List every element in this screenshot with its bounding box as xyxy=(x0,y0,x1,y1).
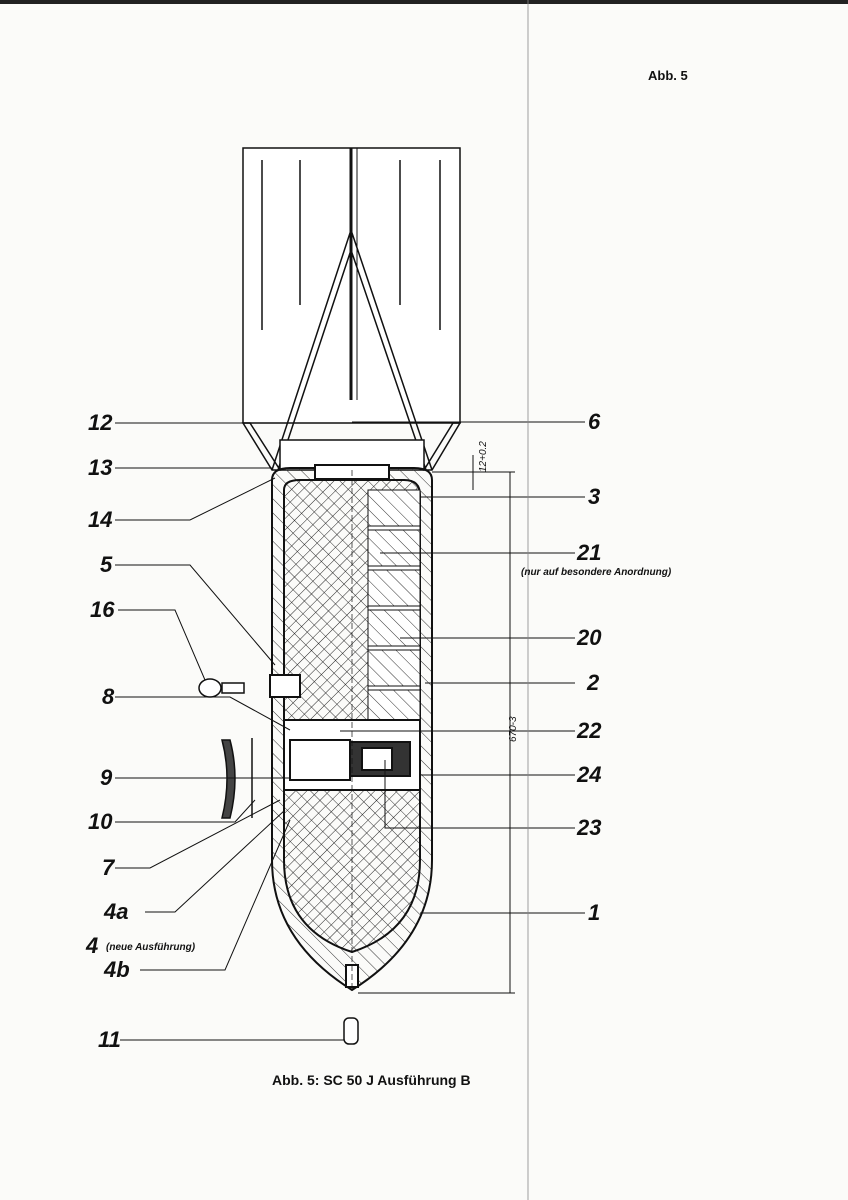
part-label-12: 12 xyxy=(88,410,113,435)
part-label-13: 13 xyxy=(88,455,113,480)
leader-lines xyxy=(115,0,585,1200)
part-label-6: 6 xyxy=(588,409,601,434)
part-label-22: 22 xyxy=(577,718,602,743)
note-part-21: (nur auf besondere Anordnung) xyxy=(521,567,672,578)
part-label-11: 11 xyxy=(98,1027,121,1052)
part-label-4: 4 xyxy=(86,933,99,958)
part-label-24: 24 xyxy=(577,762,602,787)
part-label-8: 8 xyxy=(102,684,115,709)
dimension-gap: 12+0.2 xyxy=(478,441,489,472)
bomb-body xyxy=(269,464,433,992)
dimension-overall-length: 670-3 xyxy=(508,716,519,742)
part-label-16: 16 xyxy=(90,597,115,622)
part-label-7: 7 xyxy=(102,855,115,880)
figure-caption: Abb. 5: SC 50 J Ausführung B xyxy=(272,1072,471,1088)
part-label-5: 5 xyxy=(100,552,113,577)
part-label-3: 3 xyxy=(588,484,601,509)
tail-fin-assembly xyxy=(241,147,462,471)
note-part-4: (neue Ausführung) xyxy=(106,942,196,953)
part-label-21: 21 xyxy=(577,540,602,565)
part-label-14: 14 xyxy=(88,507,113,532)
exploded-parts xyxy=(198,678,359,1045)
part-label-4a: 4a xyxy=(104,899,129,924)
part-label-2: 2 xyxy=(587,670,600,695)
part-label-4b: 4b xyxy=(104,957,130,982)
figure-reference: Abb. 5 xyxy=(648,68,688,83)
scan-edge xyxy=(0,0,848,4)
part-label-1: 1 xyxy=(588,900,601,925)
part-label-23: 23 xyxy=(577,815,602,840)
part-label-10: 10 xyxy=(88,809,113,834)
part-label-9: 9 xyxy=(100,765,113,790)
part-label-20: 20 xyxy=(577,625,602,650)
